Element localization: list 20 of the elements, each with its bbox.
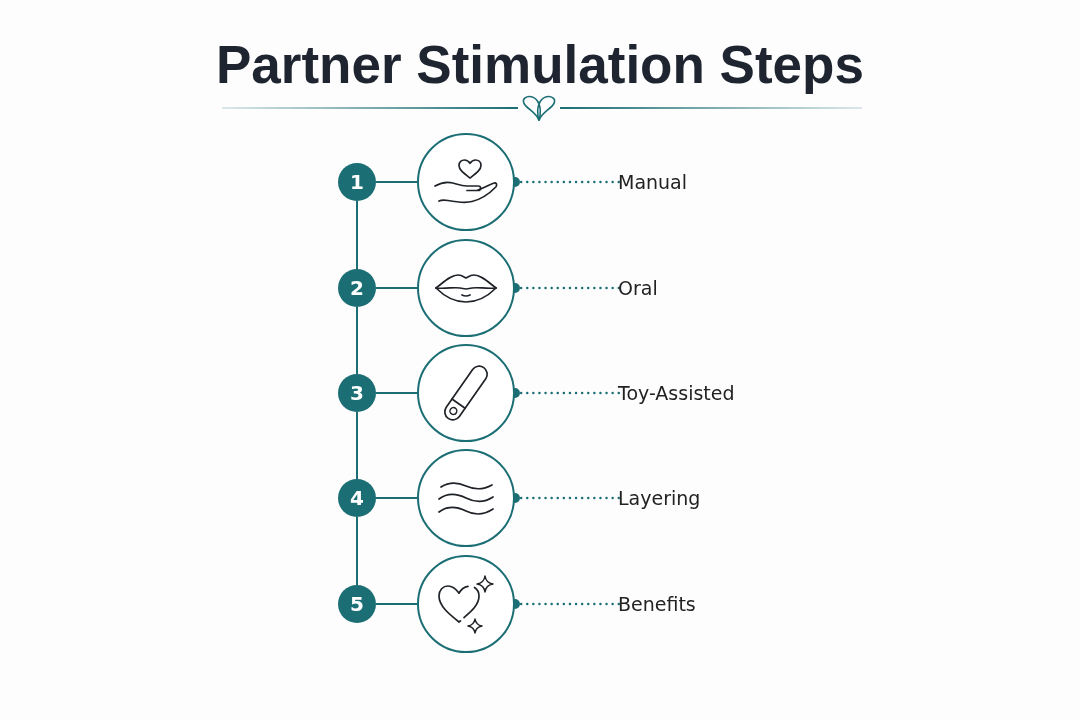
step-label: Oral bbox=[618, 275, 658, 301]
connector-line bbox=[356, 411, 358, 480]
step-label: Benefits bbox=[618, 591, 696, 617]
connector-line bbox=[375, 287, 418, 289]
step-label: Toy-Assisted bbox=[618, 380, 735, 406]
connector-line bbox=[375, 497, 418, 499]
connector-line bbox=[375, 181, 418, 183]
step-number: 3 bbox=[338, 374, 376, 412]
connector-line bbox=[375, 392, 418, 394]
connector-line bbox=[356, 516, 358, 586]
step-number: 2 bbox=[338, 269, 376, 307]
connector-line bbox=[375, 603, 418, 605]
step-number: 4 bbox=[338, 479, 376, 517]
connector-line bbox=[356, 306, 358, 375]
title: Partner Stimulation Steps bbox=[216, 34, 864, 96]
step-label: Manual bbox=[618, 169, 688, 195]
step-number: 5 bbox=[338, 585, 376, 623]
step-label: Layering bbox=[618, 485, 701, 511]
step-number: 1 bbox=[338, 163, 376, 201]
connector-line bbox=[356, 200, 358, 270]
